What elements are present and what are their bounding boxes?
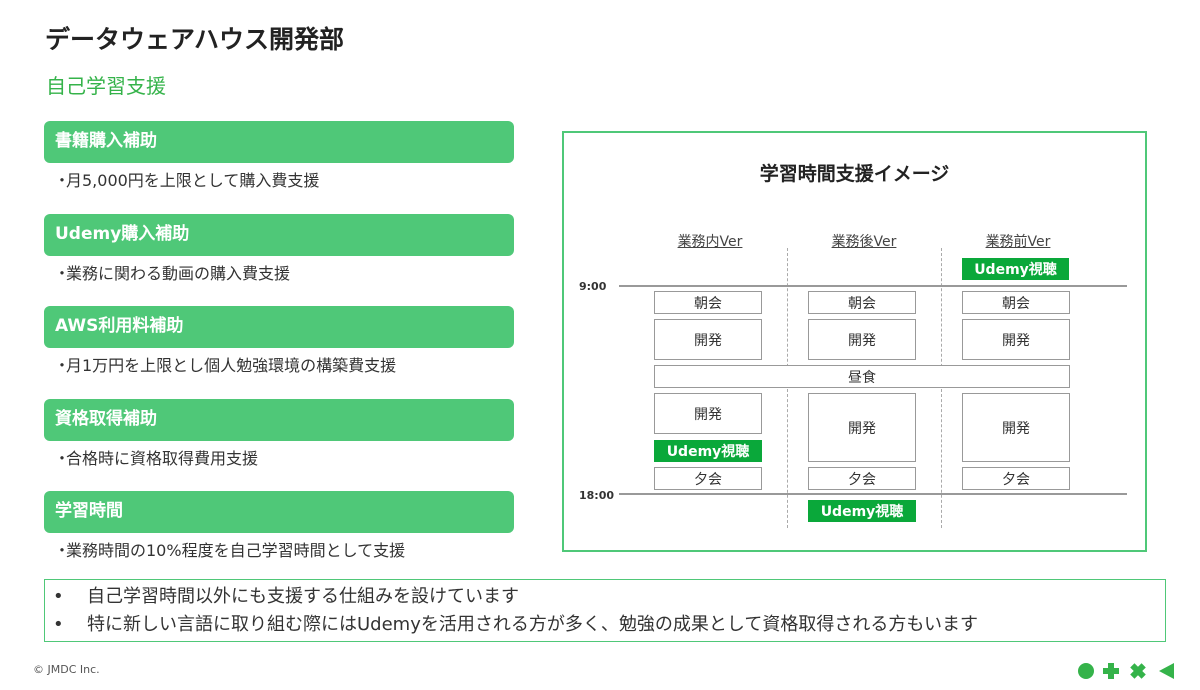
- note-item: •特に新しい言語に取り組む際にはUdemyを活用される方が多く、勉強の成果として…: [53, 614, 978, 635]
- development-block: 開発: [962, 393, 1070, 462]
- copyright: © JMDC Inc.: [33, 663, 100, 676]
- column-header-before-work: 業務前Ver: [985, 234, 1051, 250]
- support-study-time: 学習時間 ・業務時間の10%程度を自己学習時間として支援: [44, 491, 514, 563]
- column-header-after-work: 業務後Ver: [831, 234, 897, 250]
- morning-meeting-block: 朝会: [808, 291, 916, 314]
- page-title: データウェアハウス開発部: [45, 25, 345, 54]
- notes-box: •自己学習時間以外にも支援する仕組みを設けています •特に新しい言語に取り組む際…: [44, 579, 1166, 642]
- column-divider: [787, 248, 788, 528]
- evening-meeting-block: 夕会: [808, 467, 916, 490]
- time-start-label: 9:00: [579, 280, 607, 293]
- support-title: AWS利用料補助: [44, 306, 514, 348]
- support-title: 学習時間: [44, 491, 514, 533]
- logo-cross-icon: [1130, 663, 1146, 679]
- udemy-block-after: Udemy視聴: [808, 500, 916, 522]
- morning-meeting-block: 朝会: [654, 291, 762, 314]
- development-block: 開発: [654, 393, 762, 434]
- support-udemy: Udemy購入補助 ・業務に関わる動画の購入費支援: [44, 214, 514, 286]
- support-desc: ・業務に関わる動画の購入費支援: [54, 264, 291, 283]
- support-book: 書籍購入補助 ・月5,000円を上限として購入費支援: [44, 121, 514, 193]
- support-desc: ・合格時に資格取得費用支援: [54, 449, 259, 468]
- support-desc: ・月1万円を上限とし個人勉強環境の構築費支援: [54, 356, 397, 375]
- evening-meeting-block: 夕会: [962, 467, 1070, 490]
- development-block: 開発: [808, 393, 916, 462]
- time-line-end: [619, 493, 1127, 495]
- support-certification: 資格取得補助 ・合格時に資格取得費用支援: [44, 399, 514, 471]
- time-end-label: 18:00: [579, 489, 615, 502]
- support-title: Udemy購入補助: [44, 214, 514, 256]
- support-desc: ・月5,000円を上限として購入費支援: [54, 171, 320, 190]
- lunch-block: 昼食: [654, 365, 1070, 388]
- logo-triangle-icon: [1159, 663, 1174, 679]
- udemy-block-before: Udemy視聴: [962, 258, 1069, 280]
- time-line-start: [619, 285, 1127, 287]
- support-desc: ・業務時間の10%程度を自己学習時間として支援: [54, 541, 406, 560]
- column-divider: [941, 248, 942, 528]
- support-title: 資格取得補助: [44, 399, 514, 441]
- diagram-title: 学習時間支援イメージ: [759, 163, 950, 185]
- evening-meeting-block: 夕会: [654, 467, 762, 490]
- development-block: 開発: [962, 319, 1070, 360]
- morning-meeting-block: 朝会: [962, 291, 1070, 314]
- development-block: 開発: [654, 319, 762, 360]
- page-subtitle: 自己学習支援: [46, 74, 166, 98]
- support-aws: AWS利用料補助 ・月1万円を上限とし個人勉強環境の構築費支援: [44, 306, 514, 378]
- jmdc-logo-icon: [1078, 663, 1174, 679]
- note-item: •自己学習時間以外にも支援する仕組みを設けています: [53, 586, 519, 607]
- column-header-during-work: 業務内Ver: [677, 234, 743, 250]
- udemy-block-during: Udemy視聴: [654, 440, 762, 462]
- study-time-diagram: 学習時間支援イメージ 業務内Ver 業務後Ver 業務前Ver 9:00 18:…: [562, 131, 1147, 552]
- support-title: 書籍購入補助: [44, 121, 514, 163]
- logo-circle-icon: [1078, 663, 1094, 679]
- development-block: 開発: [808, 319, 916, 360]
